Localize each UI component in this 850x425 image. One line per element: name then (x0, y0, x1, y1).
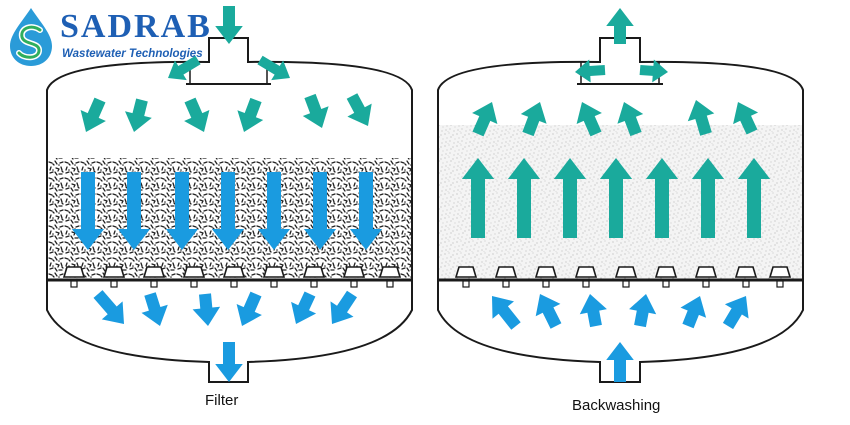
distributor-flow-arrow (257, 55, 290, 81)
nozzle-stem (110, 280, 118, 288)
nozzle-stem (70, 280, 78, 288)
underdrain-nozzle (62, 266, 86, 278)
underdrain-nozzle (302, 266, 326, 278)
media-up-flow-arrow (507, 158, 541, 238)
underdrain-nozzle (102, 266, 126, 278)
underdrain-nozzle (574, 266, 598, 278)
media-down-flow-arrow (117, 172, 151, 250)
collector-flow-arrow (575, 59, 606, 83)
nozzle-stem (662, 280, 670, 288)
filter-nozzles (62, 266, 402, 288)
underdrain-nozzle (654, 266, 678, 278)
nozzle-stem (310, 280, 318, 288)
underdrain-nozzle (734, 266, 758, 278)
nozzle-stem (622, 280, 630, 288)
underdrain-nozzle (142, 266, 166, 278)
nozzle-stem (542, 280, 550, 288)
logo-tagline: Wastewater Technologies (62, 48, 203, 60)
up-flow-arrow (472, 102, 498, 137)
underdrain-nozzle (378, 266, 402, 278)
media-up-flow-arrow (553, 158, 587, 238)
nozzle-stem (350, 280, 358, 288)
inlet-flow-arrow (215, 6, 243, 44)
filter-caption: Filter (205, 392, 239, 409)
collector-flow-arrow (639, 59, 668, 83)
nozzle-stem (702, 280, 710, 288)
nozzle-stem (230, 280, 238, 288)
backwash-inlet-arrow (606, 342, 634, 382)
backwash-flow-arrows (461, 8, 771, 382)
inlet-up-flow-arrow (579, 294, 607, 328)
nozzle-stem (270, 280, 278, 288)
underdrain-nozzle (534, 266, 558, 278)
media-down-flow-arrow (165, 172, 199, 250)
media-up-flow-arrow (691, 158, 725, 238)
underdrain-nozzle (494, 266, 518, 278)
nozzle-stem (150, 280, 158, 288)
down-flow-arrow (346, 93, 372, 126)
backwash-nozzles (454, 266, 792, 288)
outlet-flow-arrow (141, 292, 168, 326)
nozzle-stem (502, 280, 510, 288)
media-up-flow-arrow (645, 158, 679, 238)
media-down-flow-arrow (303, 172, 337, 250)
media-down-flow-arrow (211, 172, 245, 250)
inlet-up-flow-arrow (492, 296, 521, 330)
down-flow-arrow (80, 97, 106, 132)
underdrain-nozzle (182, 266, 206, 278)
nozzle-stem (776, 280, 784, 288)
filter-vessel-shell (46, 37, 413, 383)
underdrain-nozzle (454, 266, 478, 278)
media-up-flow-arrow (737, 158, 771, 238)
inlet-up-flow-arrow (680, 296, 707, 329)
filter-flow-arrows (71, 6, 383, 382)
outlet-flow-arrow (215, 342, 243, 382)
distributor-flow-arrow (168, 55, 201, 81)
media-down-flow-arrow (349, 172, 383, 250)
waste-outlet-arrow (606, 8, 634, 44)
backwash-caption: Backwashing (572, 397, 661, 414)
up-flow-arrow (617, 102, 644, 137)
down-flow-arrow (302, 93, 329, 128)
down-flow-arrow (237, 97, 264, 132)
up-flow-arrow (733, 102, 759, 135)
down-flow-arrow (125, 98, 152, 132)
nozzle-stem (386, 280, 394, 288)
company-logo: SADRAB Wastewater Technologies (4, 4, 224, 74)
nozzle-stem (462, 280, 470, 288)
backwash-vessel-shell (437, 37, 804, 383)
up-flow-arrow (576, 102, 602, 137)
water-drop-s-icon (10, 8, 52, 66)
up-flow-arrow (520, 102, 547, 137)
outlet-flow-arrow (192, 293, 221, 326)
media-down-flow-arrow (257, 172, 291, 250)
outlet-flow-arrow (93, 290, 124, 324)
inlet-up-flow-arrow (535, 294, 562, 329)
up-flow-arrow (687, 100, 715, 136)
underdrain-nozzle (222, 266, 246, 278)
media-up-flow-arrow (599, 158, 633, 238)
underdrain-nozzle (614, 266, 638, 278)
underdrain-nozzle (768, 266, 792, 278)
outlet-flow-arrow (330, 290, 357, 324)
nozzle-stem (190, 280, 198, 288)
underdrain-nozzle (342, 266, 366, 278)
inlet-up-flow-arrow (722, 296, 749, 330)
underdrain-nozzle (694, 266, 718, 278)
nozzle-stem (742, 280, 750, 288)
media-down-flow-arrow (71, 172, 105, 250)
outlet-flow-arrow (236, 291, 262, 326)
outlet-flow-arrow (291, 291, 317, 324)
underdrain-nozzle (262, 266, 286, 278)
logo-wordmark: SADRAB (60, 8, 212, 45)
media-up-flow-arrow (461, 158, 495, 238)
down-flow-arrow (184, 97, 210, 132)
inlet-up-flow-arrow (629, 294, 657, 328)
nozzle-stem (582, 280, 590, 288)
